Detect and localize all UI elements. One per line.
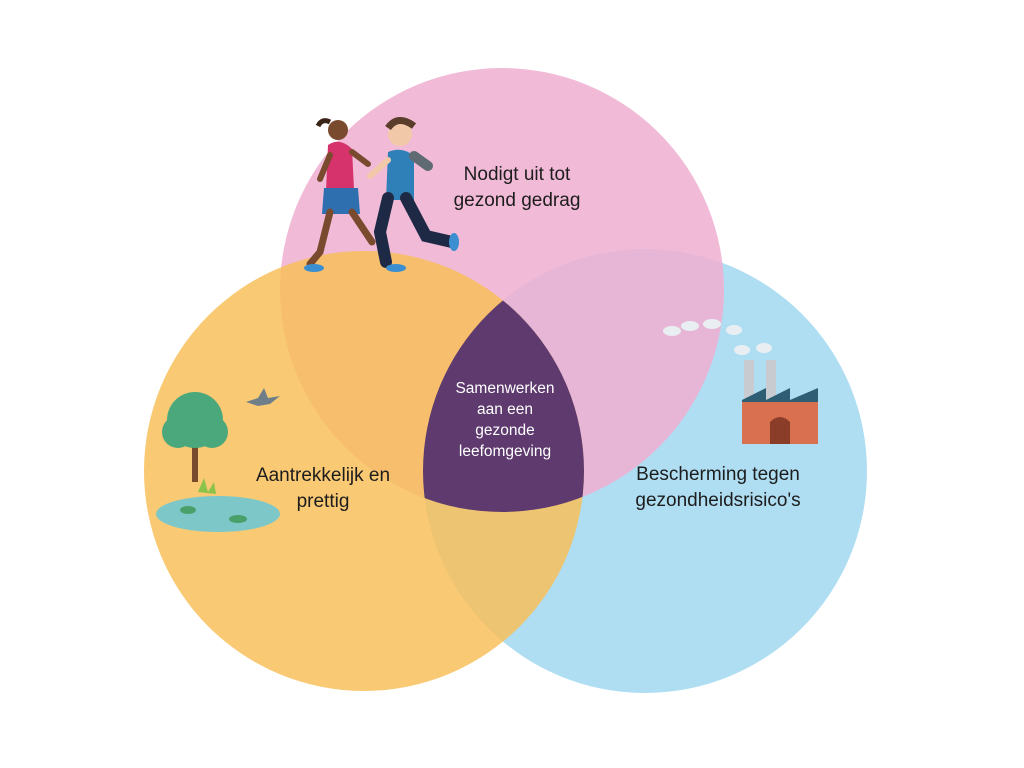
label-nodigt-uit: Nodigt uit tot gezond gedrag (453, 164, 581, 211)
label-bescherming: Bescherming tegen gezondheidsrisico's (635, 464, 801, 511)
tree-pond-icon (156, 392, 280, 532)
cloud-icon (663, 319, 772, 355)
bird-icon (246, 388, 280, 406)
running-people-icon (304, 117, 459, 272)
label-aantrekkelijk: Aantrekkelijk en prettig (255, 465, 391, 512)
label-center: Samenwerken aan een gezonde leefomgeving (455, 380, 555, 460)
center-intersection (423, 251, 584, 512)
factory-icon (742, 360, 818, 444)
